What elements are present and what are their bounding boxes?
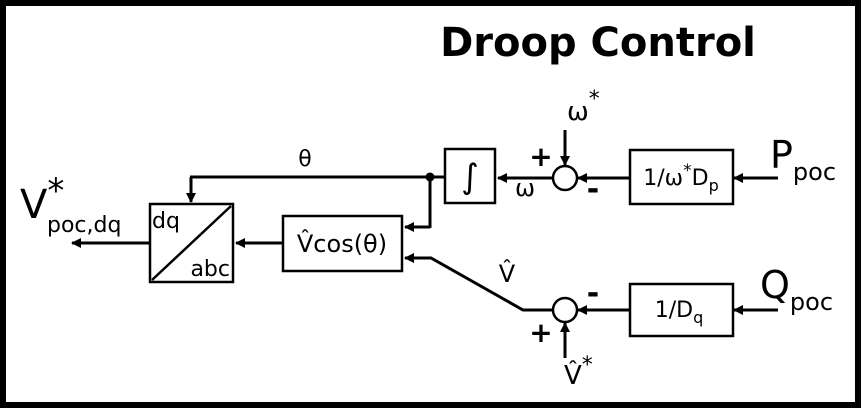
- voltage-summing-junction: [551, 296, 579, 324]
- diagram-title: Droop Control: [440, 20, 756, 66]
- transform-top-label: dq: [152, 209, 180, 234]
- v-ref-label: V̂*: [564, 353, 593, 391]
- vhat-signal-label: V̂: [499, 260, 516, 288]
- q-gain-main: 1/D: [655, 298, 693, 323]
- v-ref-main: V̂: [564, 359, 582, 391]
- output-sub: poc,dq: [47, 213, 121, 238]
- p-gain-mid: D: [692, 166, 709, 191]
- q-input-label: Qpoc: [760, 263, 833, 316]
- transform-diagonal: [151, 205, 232, 281]
- output-main: V: [20, 182, 48, 228]
- p-gain-prefix: 1/ω: [643, 166, 683, 191]
- p-sign: -: [587, 172, 599, 207]
- integrator-symbol: ∫: [461, 157, 479, 197]
- p-input-sub: poc: [793, 158, 836, 186]
- omega-ref-sup: *: [589, 87, 600, 112]
- p-gain-block: [628, 148, 735, 206]
- q-input-main: Q: [760, 263, 790, 307]
- p-input-label: Ppoc: [770, 133, 836, 186]
- q-input-sub: poc: [790, 288, 833, 316]
- output-sup: *: [47, 171, 64, 211]
- omega-ref-sign: +: [529, 140, 552, 173]
- q-gain-block: [628, 282, 735, 338]
- vcos-label: V̂cos(θ): [297, 230, 387, 258]
- p-gain-label: 1/ω*Dp: [643, 161, 718, 195]
- q-gain-sub: q: [693, 308, 703, 327]
- transform-bottom-label: abc: [190, 257, 230, 282]
- vhat-wire: [404, 253, 553, 312]
- vcos-block: [281, 214, 404, 273]
- theta-signal-label: θ: [298, 147, 311, 172]
- omega-ref-label: ω*: [567, 87, 600, 127]
- output-label: V*poc,dq: [20, 171, 121, 238]
- omega-signal-label: ω: [515, 174, 535, 202]
- integrator-block: [443, 147, 497, 205]
- p-gain-sup: *: [683, 161, 692, 181]
- omega-ref-main: ω: [567, 97, 589, 127]
- q-sign: -: [587, 276, 599, 311]
- v-ref-sup: *: [582, 353, 593, 378]
- omega-summing-junction: [551, 164, 579, 192]
- p-input-main: P: [770, 133, 793, 177]
- p-gain-sub: p: [709, 176, 719, 195]
- v-ref-sign: +: [529, 316, 552, 349]
- q-gain-label: 1/Dq: [655, 298, 704, 327]
